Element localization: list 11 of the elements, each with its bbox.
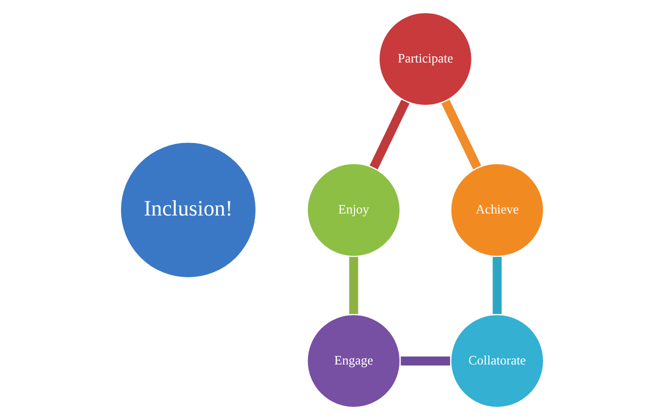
connector: [349, 256, 358, 314]
node-circle: Inclusion!: [118, 140, 258, 280]
connector: [400, 356, 450, 366]
connector: [441, 100, 482, 170]
node-circle: Achieve: [449, 162, 546, 258]
node-circle: Enjoy: [306, 162, 402, 258]
node-circle: Collatorate: [449, 313, 546, 409]
connector: [370, 100, 410, 170]
node-circle: Engage: [306, 313, 402, 409]
node-circle: Participate: [378, 11, 474, 107]
connector: [492, 256, 502, 314]
